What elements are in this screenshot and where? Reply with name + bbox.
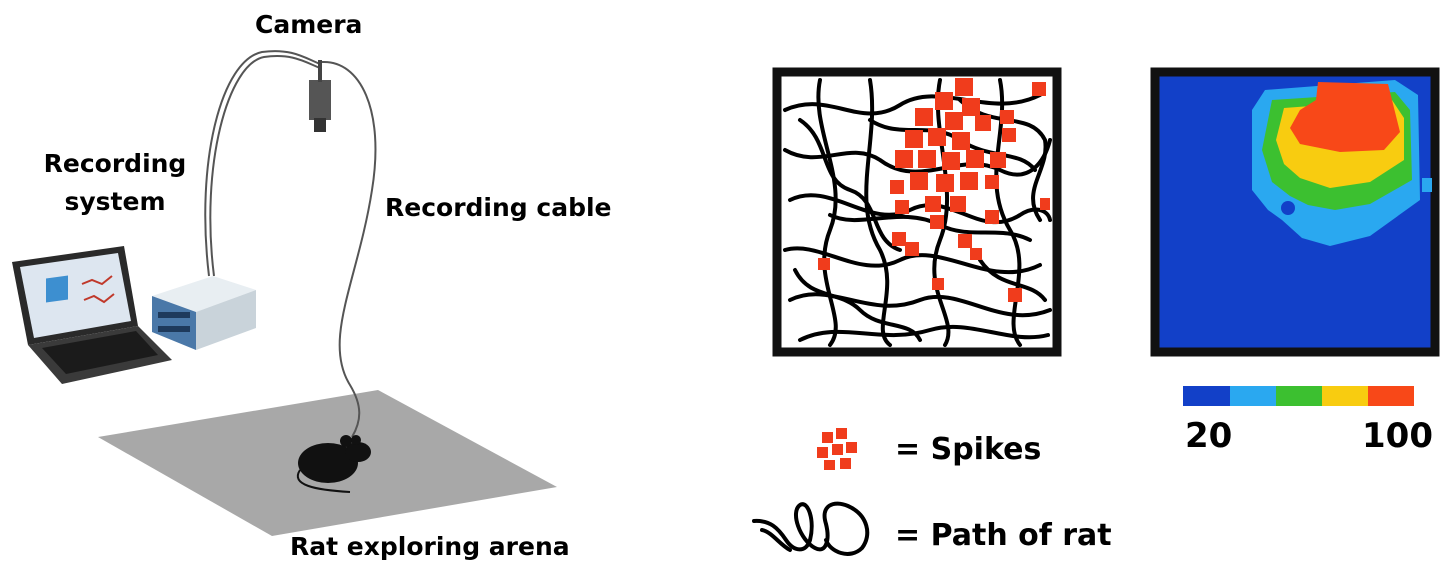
color-scale-bar (1183, 386, 1414, 406)
rat-path (783, 78, 1052, 347)
rate-map-level-4 (1290, 82, 1400, 152)
color-scale-segment (1368, 386, 1414, 406)
camera-icon (309, 60, 331, 132)
spike-markers (818, 78, 1050, 302)
recording-system-icon (152, 276, 256, 350)
trajectory-panel (772, 67, 1062, 357)
recording-system-label: Recording system (43, 149, 187, 216)
rate-map-hole (1281, 201, 1295, 215)
recording-cable (204, 50, 377, 438)
color-scale-segment (1322, 386, 1368, 406)
rate-map-panel (1150, 67, 1440, 357)
color-scale-segment (1276, 386, 1322, 406)
color-scale-segment (1183, 386, 1230, 406)
path-legend-icon (752, 501, 870, 556)
recording-cable-label: Recording cable (385, 193, 612, 222)
rat-icon (296, 435, 371, 493)
arena-label: Rat exploring arena (290, 532, 570, 561)
color-scale-max-label: 100 (1362, 416, 1433, 456)
color-scale-segment (1230, 386, 1276, 406)
laptop-icon (12, 246, 172, 384)
path-legend-label: = Path of rat (895, 518, 1112, 553)
spikes-legend-label: = Spikes (895, 432, 1042, 467)
color-scale-min-label: 20 (1185, 416, 1233, 456)
camera-label: Camera (255, 10, 363, 39)
spikes-legend-icon (817, 428, 857, 470)
